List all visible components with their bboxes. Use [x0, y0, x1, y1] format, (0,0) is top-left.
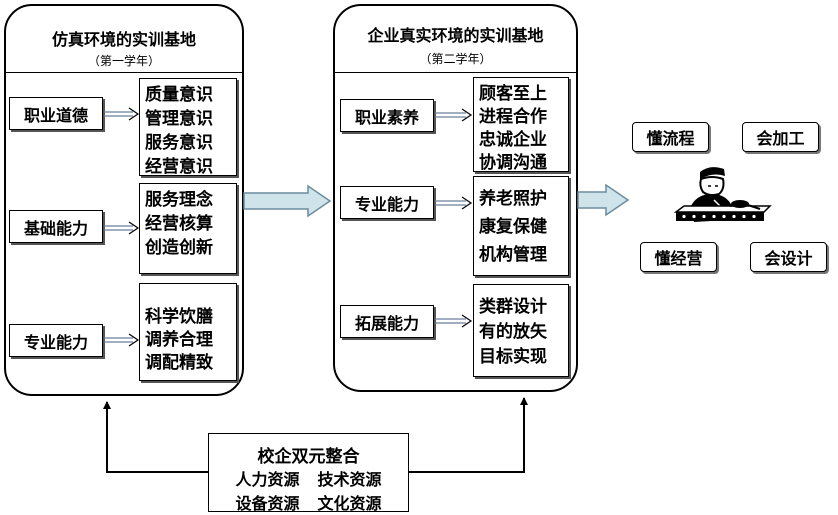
resource-culture: 文化资源: [317, 494, 382, 513]
row-items-professional-ability: 科学饮膳 调养合理 调配精致: [139, 283, 237, 381]
skill-understand-business: 懂经营: [640, 242, 717, 272]
double-arrow: [435, 196, 473, 210]
row-label-professional-ethics: 职业道德: [9, 97, 103, 130]
connector-to-second-year: [409, 397, 528, 473]
skill-understand-process: 懂流程: [632, 122, 709, 152]
row-label-professional-ability: 专业能力: [9, 324, 103, 357]
panel-title: 企业真实环境的实训基地: [367, 26, 544, 45]
row-items-professional-ethics: 质量意识 管理意识 服务意识 经营意识: [139, 78, 237, 176]
panel-subtitle: （第二学年）: [419, 52, 492, 66]
row-label-professional-ability: 专业能力: [340, 186, 434, 219]
panel-divider: [6, 72, 242, 73]
row-items-basic-ability: 服务理念 经营核算 创造创新: [139, 183, 237, 274]
panel-title: 仿真环境的实训基地: [51, 30, 196, 49]
double-arrow: [104, 221, 140, 235]
double-arrow: [435, 108, 473, 122]
resource-equipment: 设备资源: [235, 494, 300, 513]
double-arrow: [104, 107, 140, 121]
row-items-professional-ability: 养老照护 康复保健 机构管理: [473, 176, 569, 276]
row-items-professional-quality: 顾客至上 进程合作 忠诚企业 协调沟通: [473, 77, 569, 172]
skill-can-design: 会设计: [750, 242, 827, 272]
double-arrow: [435, 314, 473, 328]
double-arrow: [104, 333, 140, 347]
panel-subtitle: （第一学年）: [87, 54, 160, 68]
flow-arrow-to-skills: [577, 183, 630, 217]
row-items-extension-ability: 类群设计 有的放矢 目标实现: [473, 284, 569, 377]
row-label-extension-ability: 拓展能力: [340, 305, 434, 338]
resource-technology: 技术资源: [317, 470, 382, 489]
flow-arrow-to-second-year: [243, 184, 332, 218]
school-enterprise-integration-box: 校企双元整合 人力资源技术资源 设备资源文化资源: [208, 433, 409, 513]
resource-human: 人力资源: [235, 470, 300, 489]
integration-title: 校企双元整合: [257, 447, 360, 467]
panel-divider: [335, 72, 576, 73]
skill-can-process: 会加工: [742, 122, 819, 152]
chef-icon: [673, 167, 772, 222]
connector-to-first-year: [103, 401, 208, 473]
row-label-basic-ability: 基础能力: [9, 210, 103, 243]
row-label-professional-quality: 职业素养: [340, 99, 434, 132]
